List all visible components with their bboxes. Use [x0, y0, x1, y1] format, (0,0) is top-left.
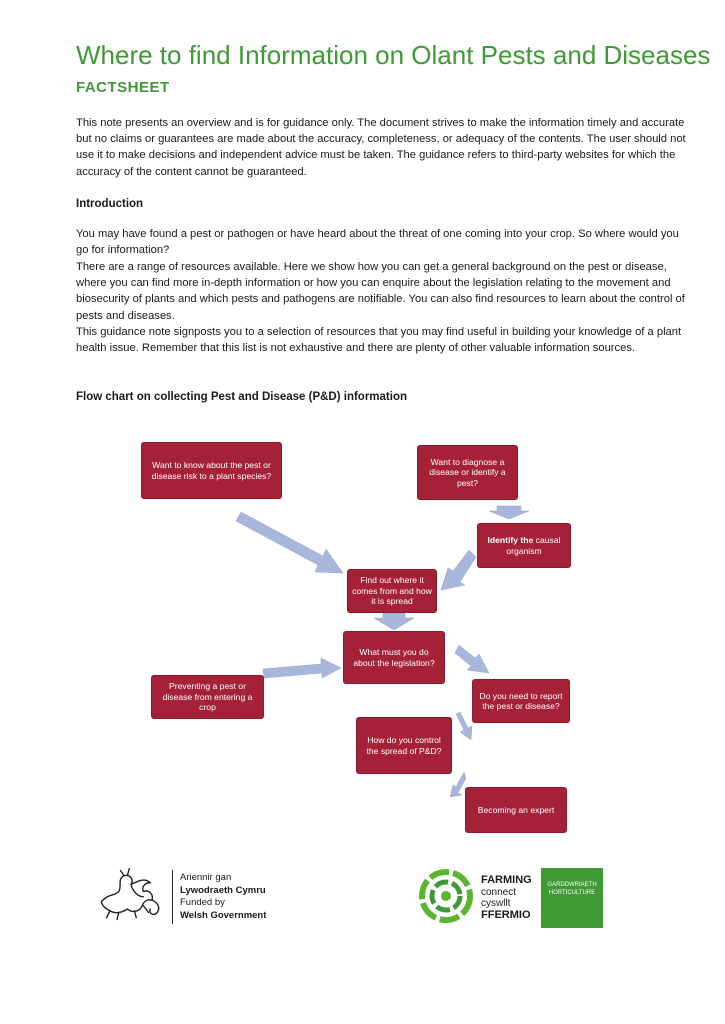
- welsh-government-text: Ariennir gan Lywodraeth Cymru Funded by …: [180, 872, 266, 922]
- arrow-risk-to-findout: [235, 511, 344, 574]
- page-title: Where to find Information on Olant Pests…: [76, 40, 711, 70]
- flow-box-identify-bold: Identify the: [487, 535, 534, 545]
- flow-box-diagnose: Want to diagnose a disease or identify a…: [418, 446, 517, 499]
- flow-box-pest-risk-text: Want to know about the pest or disease r…: [151, 460, 272, 481]
- arrow-identify-to-findout: [440, 549, 477, 591]
- flow-box-control-text: How do you control the spread of P&D?: [366, 735, 442, 756]
- intro-paragraph-1: You may have found a pest or pathogen or…: [76, 228, 679, 257]
- flow-box-control: How do you control the spread of P&D?: [357, 718, 451, 773]
- horticulture-badge: GARDDWRIAETH HORTICULTURE: [541, 868, 603, 928]
- hort-line-2: HORTICULTURE: [548, 890, 596, 896]
- introduction-heading: Introduction: [76, 198, 144, 210]
- welsh-dragon-logo: [100, 868, 160, 921]
- arrow-diagnose-to-identify: [488, 505, 530, 520]
- flow-box-report-text: Do you need to report the pest or diseas…: [479, 690, 563, 712]
- arrow-report-to-control: [455, 711, 473, 741]
- wg-line-4: Welsh Government: [180, 909, 267, 921]
- wg-divider: [172, 870, 173, 924]
- wg-line-3: Funded by: [180, 897, 225, 908]
- intro-paragraph-2: There are a range of resources available…: [76, 261, 685, 322]
- flow-box-report: Do you need to report the pest or diseas…: [473, 680, 569, 722]
- hort-line-1: GARDDWRIAETH: [547, 882, 597, 888]
- farming-connect-logo: [419, 869, 473, 923]
- fc-line-1: FARMING: [481, 874, 532, 886]
- flow-box-diagnose-text: Want to diagnose a disease or identify a…: [429, 456, 506, 488]
- factsheet-label: FACTSHEET: [76, 79, 170, 96]
- flow-box-legislation: What must you do about the legislation?: [344, 632, 444, 683]
- disclaimer-paragraph: This note presents an overview and is fo…: [76, 117, 686, 178]
- arrow-legislation-to-report: [454, 644, 490, 674]
- fc-line-3: cyswllt: [481, 898, 511, 909]
- flow-box-pest-risk: Want to know about the pest or disease r…: [142, 443, 281, 498]
- flow-box-expert: Becoming an expert: [466, 788, 566, 832]
- wg-line-2: Lywodraeth Cymru: [180, 884, 266, 896]
- flowchart-heading: Flow chart on collecting Pest and Diseas…: [76, 391, 407, 403]
- arrow-preventing-to-legislation: [262, 657, 342, 679]
- flow-box-expert-text: Becoming an expert: [477, 804, 555, 815]
- fc-line-4: FFERMIO: [481, 908, 531, 921]
- flow-box-preventing-text: Preventing a pest or disease from enteri…: [162, 681, 253, 713]
- wg-line-1: Ariennir gan: [180, 872, 232, 883]
- flow-box-identify: Identify the causal organism: [478, 524, 570, 567]
- flow-box-identify-text: Identify the causal organism: [482, 535, 566, 556]
- flow-box-legislation-text: What must you do about the legislation?: [353, 647, 435, 668]
- fc-line-2: connect: [481, 886, 517, 898]
- arrow-findout-to-legislation: [373, 612, 415, 631]
- flow-box-preventing: Preventing a pest or disease from enteri…: [152, 676, 263, 718]
- farming-connect-text: FARMING connect cyswllt FFERMIO: [481, 874, 532, 921]
- arrow-control-to-expert: [449, 771, 467, 798]
- flow-box-find-out: Find out where it comes from and how it …: [348, 570, 436, 612]
- intro-paragraph-3: This guidance note signposts you to a se…: [76, 326, 682, 355]
- flow-box-identify-rest: causal organism: [506, 535, 561, 556]
- flow-box-find-out-text: Find out where it comes from and how it …: [352, 575, 432, 607]
